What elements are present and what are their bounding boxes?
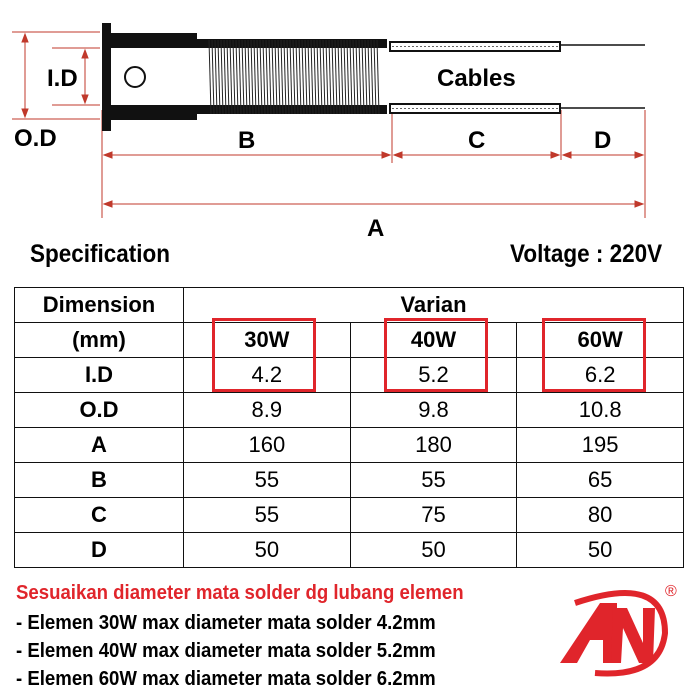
cell-value: 180 bbox=[349, 427, 518, 463]
cell-value: 50 bbox=[516, 532, 684, 568]
row-label: A bbox=[14, 427, 184, 463]
cell-value: 55 bbox=[183, 497, 351, 533]
label-cables: Cables bbox=[437, 65, 516, 92]
row-label: D bbox=[14, 532, 184, 568]
cell-value: 75 bbox=[349, 497, 518, 533]
label-a: A bbox=[367, 215, 384, 240]
cell-value: 50 bbox=[183, 532, 351, 568]
cell-value: 10.8 bbox=[516, 392, 684, 428]
header-dimension: Dimension bbox=[14, 287, 184, 323]
row-label: C bbox=[14, 497, 184, 533]
cell-value: 65 bbox=[516, 462, 684, 498]
cell-value: 55 bbox=[183, 462, 351, 498]
header-unit: (mm) bbox=[14, 322, 184, 358]
label-d: D bbox=[594, 127, 611, 154]
cell-value: 50 bbox=[349, 532, 518, 568]
row-label: I.D bbox=[14, 357, 184, 393]
cell-value: 8.9 bbox=[183, 392, 351, 428]
note-item: - Elemen 60W max diameter mata solder 6.… bbox=[16, 668, 436, 690]
heating-element-diagram: I.D O.D Cables B C D A bbox=[12, 23, 646, 240]
variant-30w: 30W bbox=[183, 322, 351, 358]
brand-logo: ® bbox=[560, 583, 677, 677]
label-c: C bbox=[468, 127, 485, 154]
row-label: B bbox=[14, 462, 184, 498]
registered-mark: ® bbox=[665, 583, 677, 600]
label-b: B bbox=[238, 127, 255, 154]
header-varian: Varian bbox=[183, 287, 684, 323]
notes-headline: Sesuaikan diameter mata solder dg lubang… bbox=[16, 582, 464, 604]
spec-title: Specification bbox=[30, 240, 171, 268]
cell-value: 5.2 bbox=[349, 357, 518, 393]
highlight-30w bbox=[212, 318, 316, 392]
cell-value: 4.2 bbox=[183, 357, 351, 393]
hole-icon bbox=[124, 66, 146, 88]
cell-value: 55 bbox=[349, 462, 518, 498]
note-item: - Elemen 40W max diameter mata solder 5.… bbox=[16, 640, 436, 662]
cell-value: 160 bbox=[183, 427, 351, 463]
label-od: O.D bbox=[14, 125, 57, 152]
cell-value: 80 bbox=[516, 497, 684, 533]
highlight-40w bbox=[384, 318, 488, 392]
highlight-60w bbox=[542, 318, 646, 392]
cell-value: 9.8 bbox=[349, 392, 518, 428]
note-item: - Elemen 30W max diameter mata solder 4.… bbox=[16, 612, 436, 634]
voltage-label: Voltage : 220V bbox=[510, 240, 663, 268]
label-id: I.D bbox=[47, 65, 78, 92]
row-label: O.D bbox=[14, 392, 184, 428]
cell-value: 195 bbox=[516, 427, 684, 463]
